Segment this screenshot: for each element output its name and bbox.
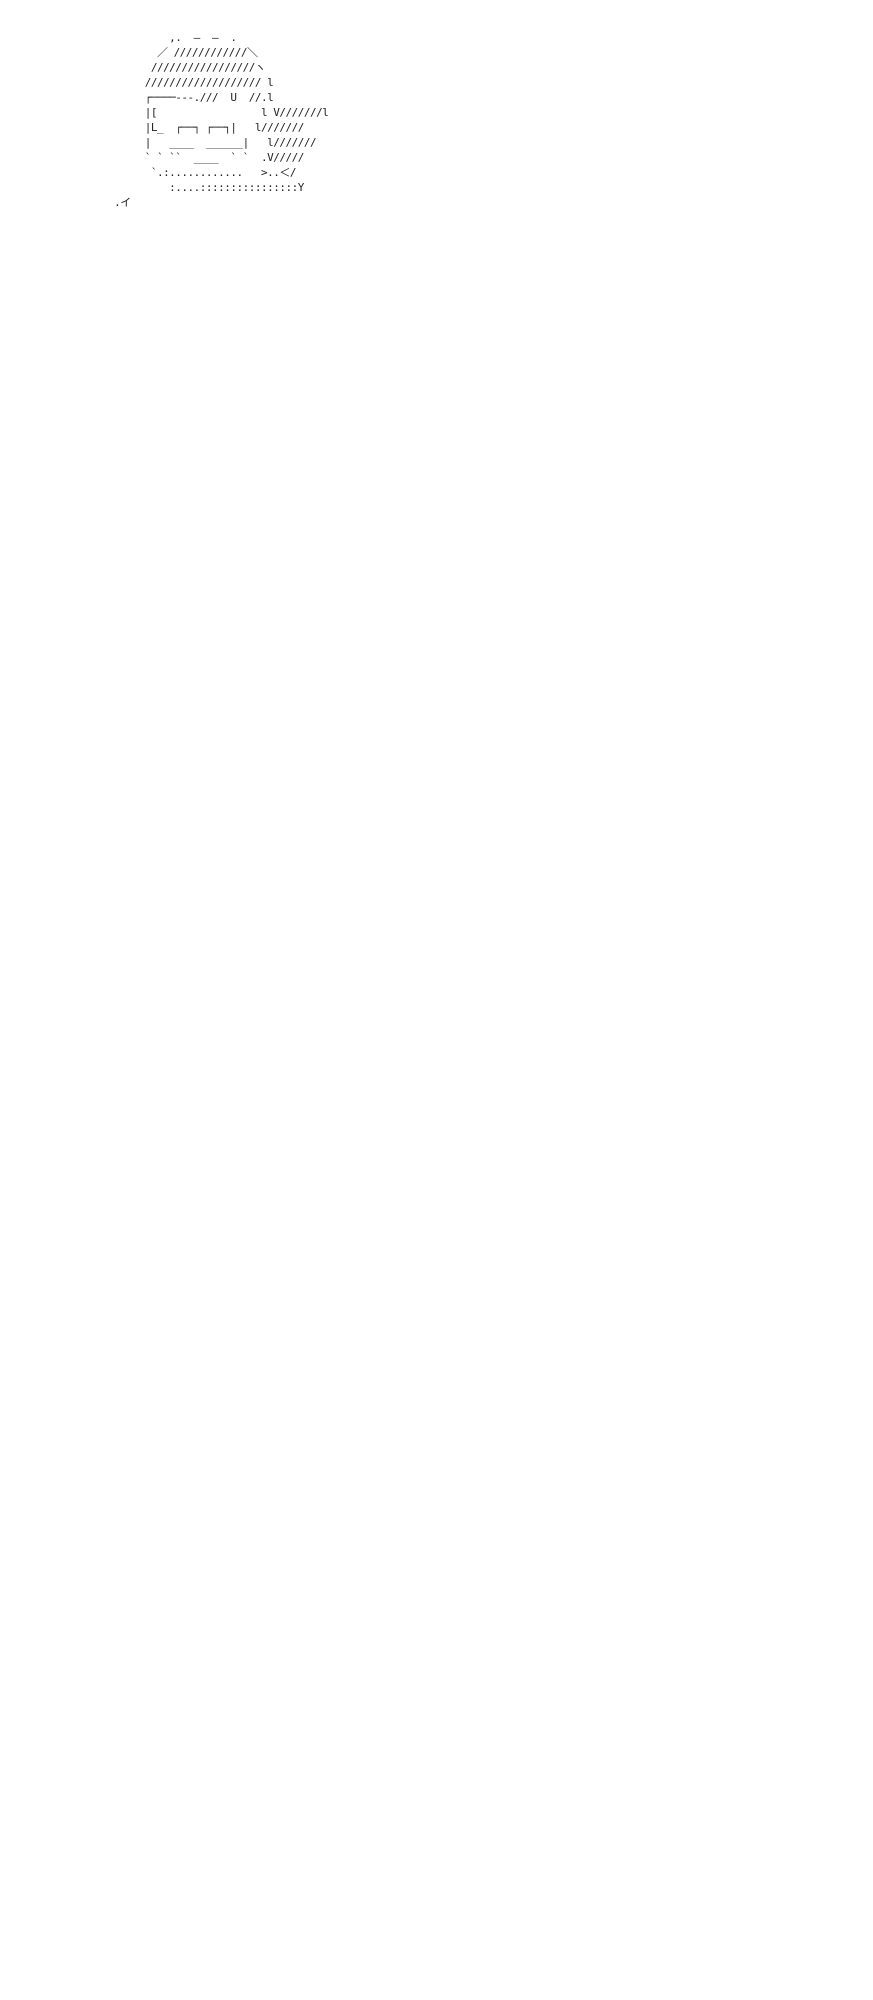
ascii-art-character-1: ,. ― ― . ／ ////////////＼ ///////////////… (114, 31, 329, 209)
